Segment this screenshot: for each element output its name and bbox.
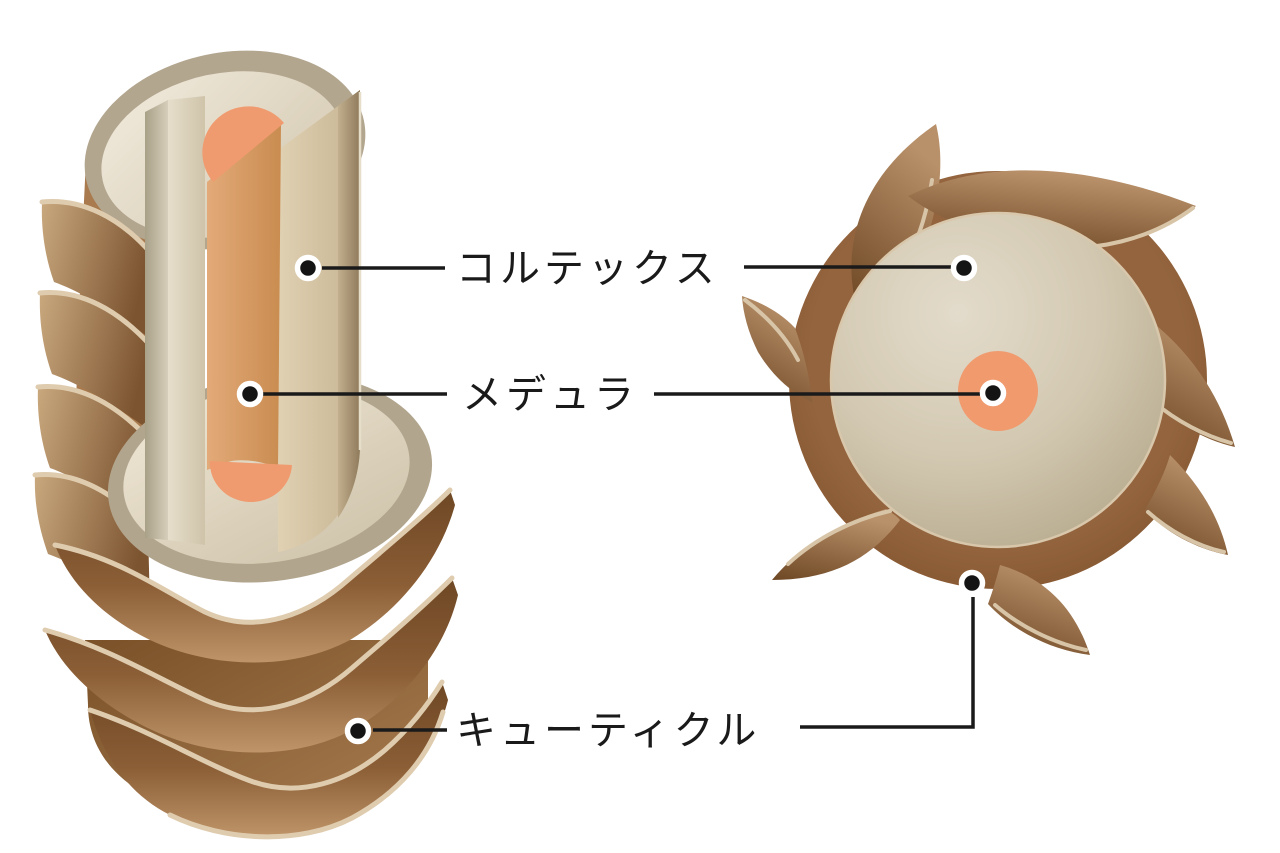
marker-dot-medulla-section (979, 379, 1007, 407)
cuticle-scales-lower (42, 487, 458, 840)
marker-dot-cortex-section (950, 254, 978, 282)
cut-plane-left-face (168, 96, 205, 545)
marker-dots (236, 254, 1007, 745)
marker-dot-cuticle-section (958, 569, 986, 597)
leader-lines (263, 265, 980, 732)
marker-dot-cortex-3d (294, 254, 322, 282)
labels: コルテックス メデュラ キューティクル (456, 246, 760, 754)
label-cuticle: キューティクル (456, 708, 760, 754)
label-medulla: メデュラ (462, 372, 638, 418)
marker-dot-cuticle-3d (344, 717, 372, 745)
medulla-strip (207, 123, 281, 470)
label-cortex: コルテックス (456, 246, 719, 292)
hair-cross-section-view (742, 124, 1235, 655)
marker-dot-medulla-3d (236, 380, 264, 408)
leader-line-cuticle-right (800, 597, 975, 729)
medulla-bottom-cap (209, 461, 292, 503)
cortex-right-band (338, 90, 360, 518)
hair-shaft-3d-view (32, 50, 458, 840)
medulla-top-cap (202, 106, 284, 182)
cut-plane-left-strip (145, 100, 168, 540)
cuticle-scales-left (32, 198, 153, 610)
